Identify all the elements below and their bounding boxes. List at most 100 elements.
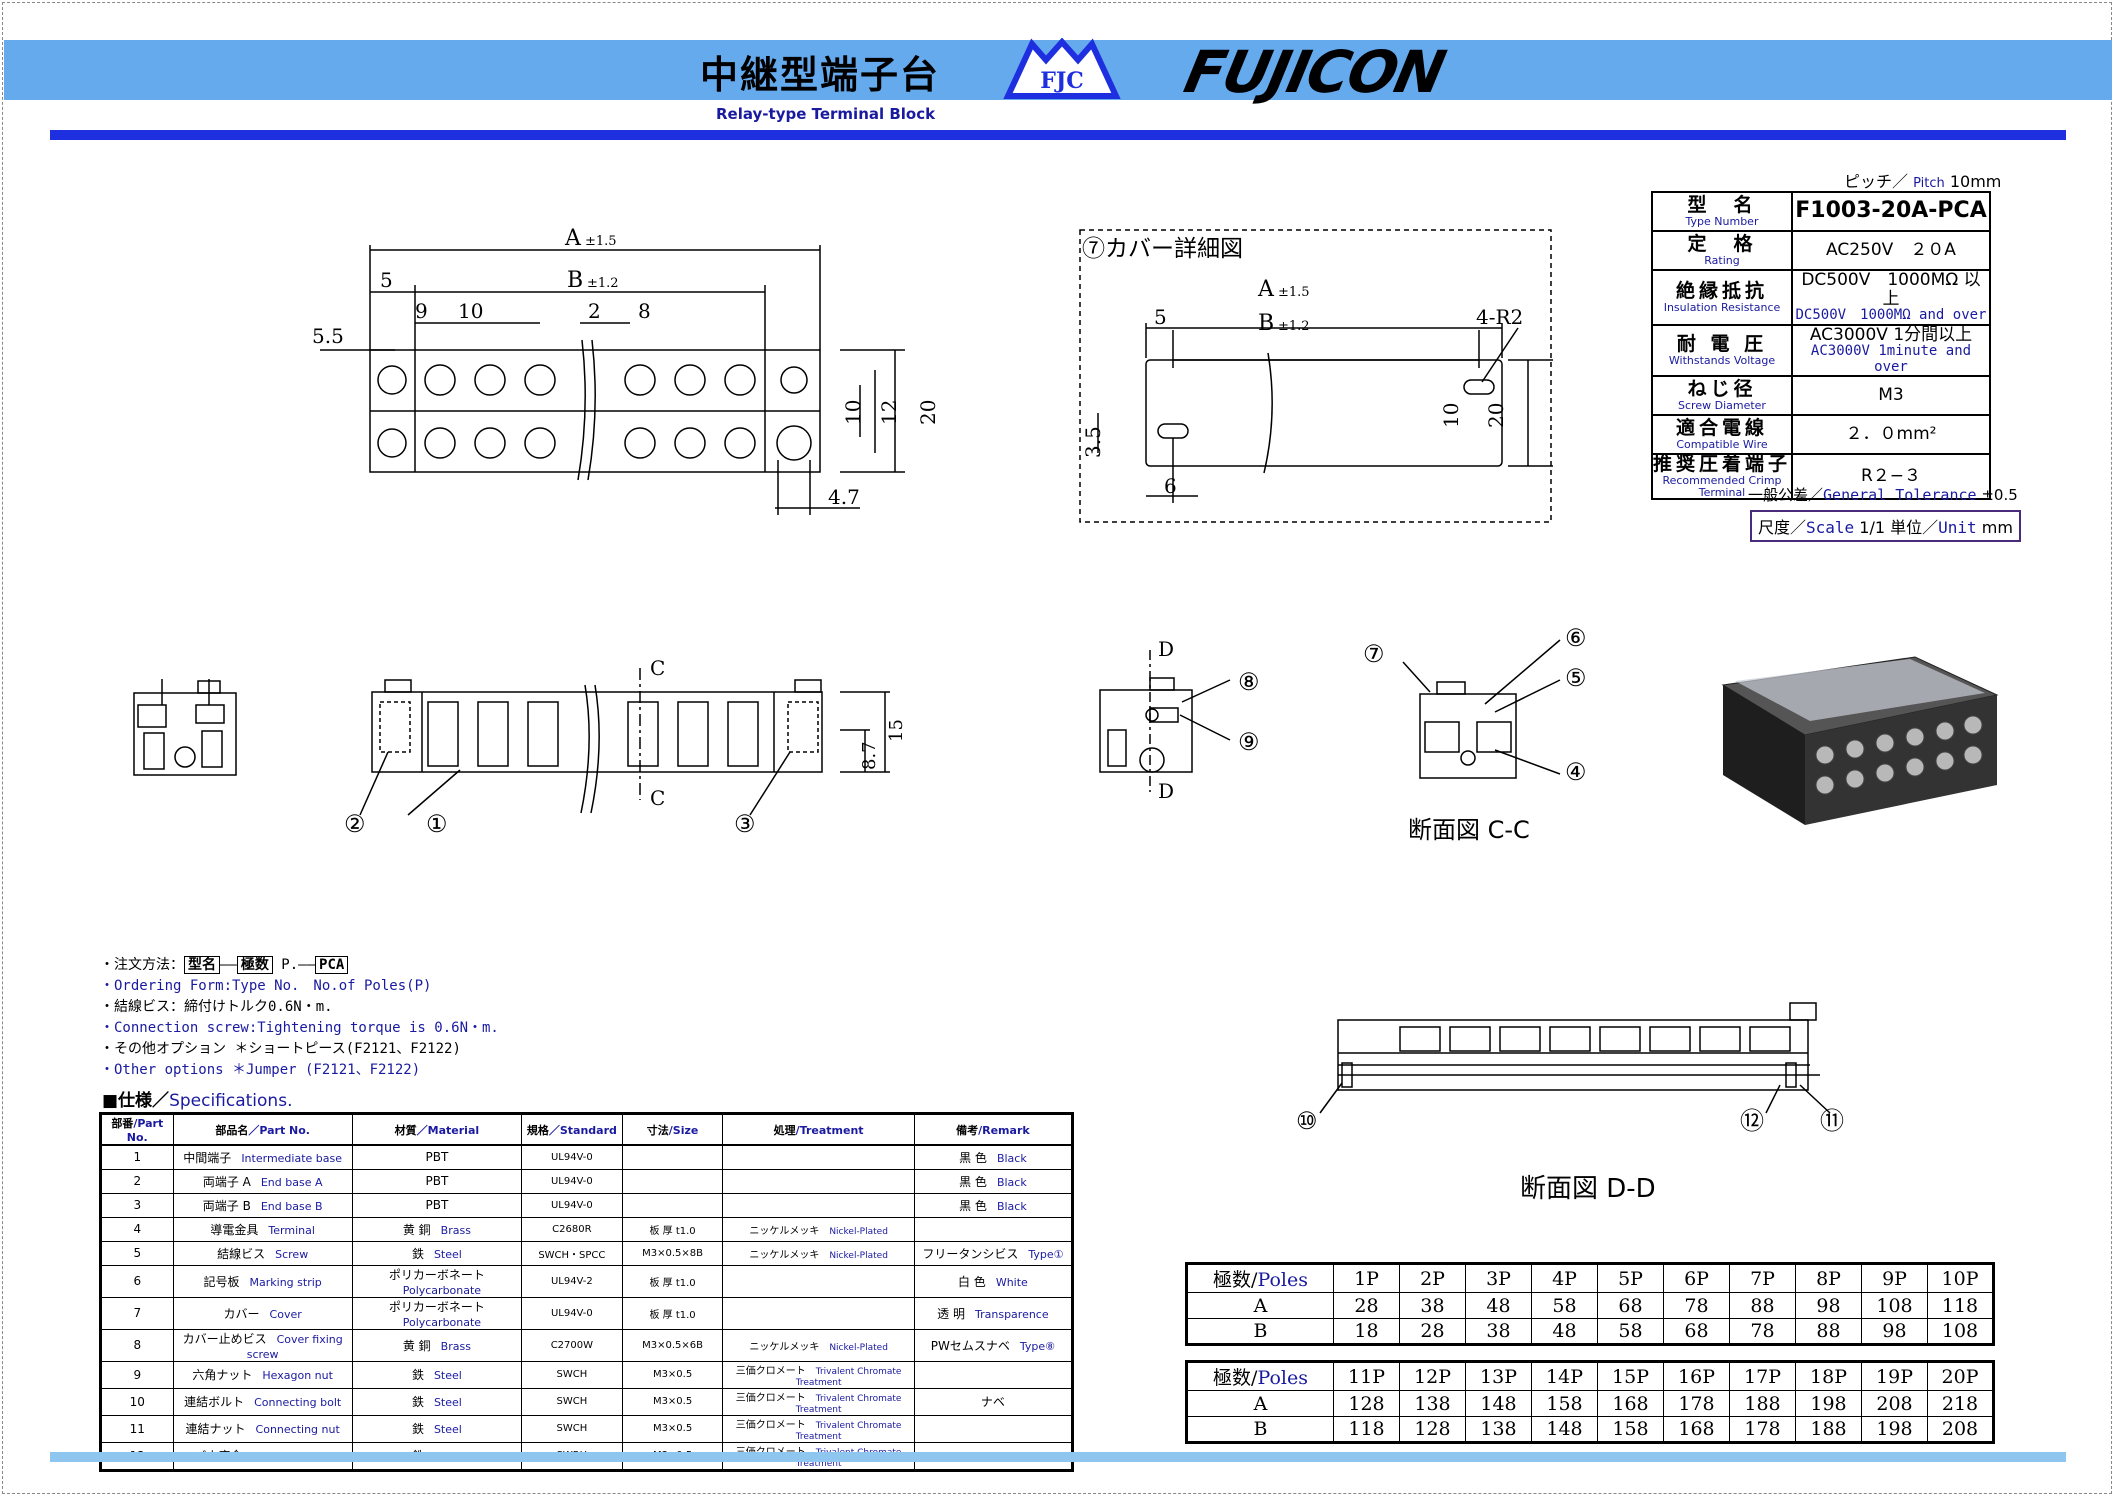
cover-dim-6: 6 xyxy=(1164,474,1177,498)
part-treatment xyxy=(722,1144,915,1170)
part-material-en: Steel xyxy=(433,1396,462,1409)
header-rule xyxy=(50,130,2066,140)
poles-dim-value: 178 xyxy=(1729,1416,1796,1443)
part-name-jp: 記号板 xyxy=(203,1274,240,1289)
cover-detail-title: ⑦カバー詳細図 xyxy=(1082,236,1243,262)
spec-value-cell: F1003-20A-PCA xyxy=(1791,191,1991,232)
part-name-en: Intermediate base xyxy=(241,1151,342,1165)
part-no: 10 xyxy=(100,1387,174,1416)
poles-row-label: A xyxy=(1186,1390,1334,1417)
pitch-jp: ピッチ／ xyxy=(1844,172,1909,191)
part-material: PBT xyxy=(351,1144,523,1170)
poles-count: 11P xyxy=(1333,1361,1400,1391)
section-dd-label: 断面図 D-D xyxy=(1520,1174,1656,1204)
poles-count: 14P xyxy=(1531,1361,1598,1391)
callout-7: ⑦ xyxy=(1363,640,1385,668)
part-treatment-en: Nickel-Plated xyxy=(829,1226,888,1237)
part-no: 6 xyxy=(100,1264,174,1298)
parts-header-en: ／Part No. xyxy=(248,1123,310,1137)
poles-dim-value: 188 xyxy=(1795,1416,1862,1443)
part-remark-en: Black xyxy=(996,1175,1027,1189)
spec-heading: ■仕様／Specifications. xyxy=(102,1086,292,1111)
part-remark-en: White xyxy=(995,1275,1028,1289)
poles-dim-value: 188 xyxy=(1729,1390,1796,1417)
callout-10: ⑩ xyxy=(1296,1107,1318,1135)
spec-label-jp: 定 格 xyxy=(1687,232,1757,255)
section-cc-drawing: ⑦ ⑥ ⑤ ④ xyxy=(1363,624,1587,786)
page-subtitle: Relay-type Terminal Block xyxy=(716,105,936,123)
tolerance-jp: 一般公差／ xyxy=(1748,486,1824,504)
cut-c-bottom: C xyxy=(650,786,665,810)
part-size: M3×0.5 xyxy=(621,1360,724,1389)
part-treatment-en: Trivalent Chromate Treatment xyxy=(795,1393,902,1415)
callout-12: ⑫ xyxy=(1740,1107,1764,1135)
scale-jp: 尺度／ xyxy=(1758,518,1807,537)
poles-dim-value: 168 xyxy=(1663,1416,1730,1443)
part-name-en: Screw xyxy=(275,1247,309,1261)
callout-6: ⑥ xyxy=(1565,624,1587,652)
cover-dim-b: B xyxy=(1258,311,1274,336)
pitch-en: Pitch xyxy=(1913,176,1945,191)
parts-header-jp: 備考 xyxy=(956,1123,979,1137)
part-remark-jp: 透 明 xyxy=(937,1306,965,1321)
part-no: 4 xyxy=(100,1216,174,1242)
tolerance-value: ±0.5 xyxy=(1981,486,2018,504)
unit-en: Unit xyxy=(1938,518,1977,537)
spec-label-en: Rating xyxy=(1704,253,1740,267)
part-standard: UL94V-0 xyxy=(521,1168,623,1194)
part-material-jp: PBT xyxy=(425,1150,449,1165)
poles-header-jp: 極数/ xyxy=(1213,1367,1258,1389)
poles-count: 19P xyxy=(1861,1361,1928,1391)
poles-dim-value: 138 xyxy=(1465,1416,1532,1443)
part-name-en: Terminal xyxy=(268,1223,315,1237)
callout-11: ⑪ xyxy=(1820,1107,1844,1135)
poles-count: 8P xyxy=(1795,1263,1862,1293)
parts-header-cell: 材質／Material xyxy=(351,1113,523,1146)
part-treatment-jp: ニッケルメッキ xyxy=(749,1341,820,1353)
cover-dim-3-5: 3.5 xyxy=(1081,426,1105,458)
part-remark-en: Type⑧ xyxy=(1019,1339,1056,1353)
poles-count: 4P xyxy=(1531,1263,1598,1293)
dim-5: 5 xyxy=(380,268,393,292)
spec-value: AC3000V 1分間以上 xyxy=(1809,324,1973,345)
poles-dim-value: 208 xyxy=(1927,1416,1994,1443)
part-name-jp: カバー止めビス xyxy=(182,1331,267,1346)
poles-dim-value: 128 xyxy=(1399,1416,1466,1443)
part-remark-en: Transparence xyxy=(975,1307,1049,1321)
poles-header-en: Poles xyxy=(1257,1269,1308,1291)
part-no: 2 xyxy=(100,1168,174,1194)
part-size: M3×0.5 xyxy=(621,1414,724,1443)
cover-radius: 4-R2 xyxy=(1476,305,1523,329)
part-material-jp: PBT xyxy=(425,1174,449,1188)
dim-8: 8 xyxy=(638,299,651,323)
poles-dim-value: 148 xyxy=(1531,1416,1598,1443)
poles-dim-value: 198 xyxy=(1861,1416,1928,1443)
part-size: 板 厚 t1.0 xyxy=(621,1264,724,1298)
poles-dim-value: 118 xyxy=(1333,1416,1400,1443)
order-form-en: ・Ordering Form:Type No. No.of Poles(P) xyxy=(100,978,432,994)
parts-header-en: ／Standard xyxy=(548,1123,617,1137)
spec-label-jp: 耐 電 圧 xyxy=(1676,332,1768,355)
spec-heading-en: Specifications. xyxy=(169,1091,293,1111)
spec-label-jp: 型 名 xyxy=(1687,193,1757,216)
parts-header-jp: 部番 xyxy=(111,1117,134,1130)
part-material: ポリカーボネートPolycarbonate xyxy=(351,1296,523,1330)
poles-count: 9P xyxy=(1861,1263,1928,1293)
part-treatment-jp: 三価クロメート xyxy=(735,1419,806,1431)
part-material: PBT xyxy=(351,1192,523,1218)
